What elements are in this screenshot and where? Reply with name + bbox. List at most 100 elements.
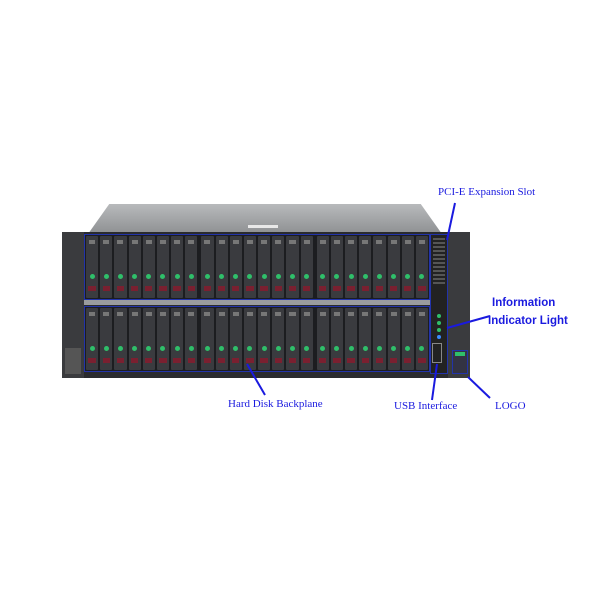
drive-led-icon — [391, 274, 397, 280]
drive-status-strip — [260, 285, 268, 291]
drive-led-icon — [117, 274, 123, 280]
drive-status-strip — [217, 357, 226, 363]
drive-status-strip — [102, 357, 110, 363]
drive-led-icon — [117, 346, 123, 352]
drive-latch — [362, 311, 369, 316]
drive-latch — [145, 311, 152, 316]
drive-led-icon — [334, 274, 340, 280]
usb-port — [432, 343, 442, 363]
indicator-light-icon — [437, 328, 441, 332]
drive-led-icon — [160, 346, 166, 352]
drive-status-strip — [333, 357, 341, 363]
drive-led-icon — [261, 274, 267, 280]
drive-status-strip — [361, 285, 369, 291]
drive-status-strip — [404, 285, 412, 291]
drive-latch — [333, 239, 340, 244]
drive-latch — [103, 311, 110, 316]
drive-latch — [348, 311, 355, 316]
drive-latch — [145, 239, 152, 244]
drive-latch — [275, 239, 282, 244]
indicator-pointer-line — [446, 315, 491, 329]
row-separator — [84, 300, 430, 305]
drive-bay — [243, 236, 257, 298]
drive-status-strip — [347, 357, 355, 363]
drive-led-icon — [89, 274, 95, 280]
drive-led-icon — [103, 346, 109, 352]
drive-status-strip — [375, 285, 384, 291]
label-pcie-expansion-slot: PCI-E Expansion Slot — [438, 186, 536, 198]
drive-led-icon — [146, 346, 152, 352]
drive-status-strip — [389, 357, 398, 363]
drive-status-strip — [130, 357, 139, 363]
drive-status-strip — [246, 285, 254, 291]
drive-status-strip — [232, 357, 240, 363]
drive-latch — [232, 239, 239, 244]
lid-label-plate — [248, 225, 278, 228]
drive-latch — [131, 311, 138, 316]
drive-cage — [86, 236, 198, 298]
drive-status-strip — [347, 285, 355, 291]
drive-cage — [316, 236, 429, 298]
drive-status-strip — [274, 285, 282, 291]
drive-bay — [215, 308, 228, 370]
drive-bay — [86, 236, 99, 298]
drive-cage — [86, 308, 198, 370]
drive-bay — [215, 236, 228, 298]
drive-latch — [376, 311, 383, 316]
drive-bay — [286, 236, 299, 298]
drive-status-strip — [145, 357, 153, 363]
drive-led-icon — [304, 346, 310, 352]
drive-bay — [185, 308, 198, 370]
drive-status-strip — [404, 357, 412, 363]
drive-latch — [348, 239, 355, 244]
drive-bay — [171, 236, 184, 298]
drive-bay — [258, 236, 271, 298]
drive-status-strip — [173, 285, 181, 291]
drive-bay — [316, 236, 329, 298]
drive-led-icon — [204, 346, 210, 352]
drive-cage — [316, 308, 429, 370]
drive-latch — [89, 239, 96, 244]
drive-latch — [418, 239, 425, 244]
drive-led-icon — [320, 274, 326, 280]
drive-latch — [246, 239, 253, 244]
drive-bay — [201, 308, 214, 370]
drive-bay — [286, 308, 299, 370]
drive-latch — [333, 311, 340, 316]
drive-led-icon — [304, 274, 310, 280]
drive-led-icon — [103, 274, 109, 280]
drive-status-strip — [116, 285, 125, 291]
drive-latch — [218, 239, 225, 244]
drive-led-icon — [405, 346, 411, 352]
drive-bay — [114, 308, 127, 370]
drive-led-icon — [391, 346, 397, 352]
drive-bay — [373, 236, 386, 298]
drive-status-strip — [187, 357, 195, 363]
drive-latch — [204, 311, 211, 316]
drive-led-icon — [362, 274, 368, 280]
drive-led-icon — [188, 274, 194, 280]
drive-latch — [404, 311, 411, 316]
drive-status-strip — [217, 285, 226, 291]
drive-latch — [319, 239, 326, 244]
drive-status-strip — [145, 285, 153, 291]
drive-status-strip — [88, 357, 96, 363]
drive-led-icon — [174, 346, 180, 352]
drive-led-icon — [146, 274, 152, 280]
drive-latch — [376, 239, 383, 244]
drive-status-strip — [333, 285, 341, 291]
drive-status-strip — [232, 285, 240, 291]
drive-status-strip — [203, 357, 212, 363]
drive-led-icon — [160, 274, 166, 280]
drive-latch — [117, 311, 124, 316]
drive-led-icon — [275, 274, 281, 280]
drive-latch — [103, 239, 110, 244]
drive-bay — [300, 308, 313, 370]
logo-pointer-line — [467, 376, 491, 399]
drive-status-strip — [418, 285, 426, 291]
drive-status-strip — [260, 357, 268, 363]
hdd-pointer-line — [246, 363, 266, 396]
drive-status-strip — [173, 357, 181, 363]
drive-bay — [229, 308, 242, 370]
drive-led-icon — [320, 346, 326, 352]
